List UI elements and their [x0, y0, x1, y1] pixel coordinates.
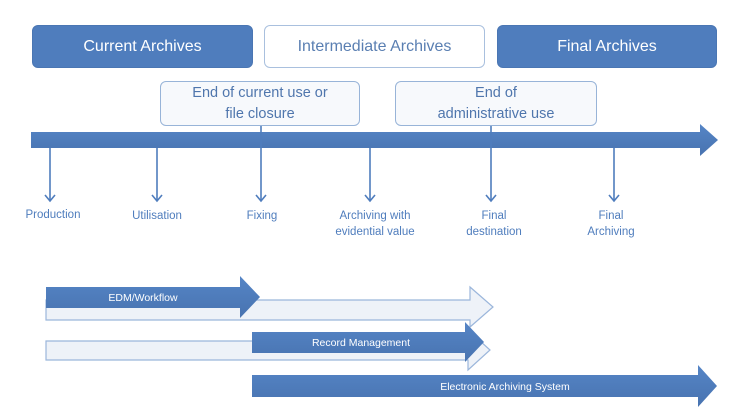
step-archiving-evidential-line1: Archiving with — [339, 210, 411, 222]
step-final-archiving: Final Archiving — [556, 208, 666, 240]
tick-utilisation — [151, 148, 163, 203]
edm-workflow-arrow — [46, 276, 260, 318]
callout-end-current-use: End of current use or file closure — [160, 81, 360, 126]
tick-final-archiving — [608, 148, 620, 203]
step-utilisation: Utilisation — [102, 208, 212, 224]
tick-archiving-evidential — [364, 148, 376, 203]
step-production-line1: Production — [25, 209, 81, 221]
tick-production — [44, 148, 56, 203]
step-archiving-evidential-line2: evidential value — [335, 226, 415, 238]
phase-intermediate-archives: Intermediate Archives — [264, 25, 485, 68]
step-fixing-line1: Fixing — [246, 210, 278, 222]
step-final-destination-line2: destination — [466, 226, 522, 238]
step-final-archiving-line1: Final — [598, 210, 624, 222]
phase-current-archives: Current Archives — [32, 25, 253, 68]
callout-end-administrative-use-line1: End of — [475, 84, 517, 101]
step-final-archiving-line2: Archiving — [587, 226, 635, 238]
step-utilisation-line1: Utilisation — [132, 210, 182, 222]
record-management-label: Record Management — [312, 337, 410, 349]
edm-extent-arrow — [45, 285, 494, 329]
record-management-arrow — [252, 322, 484, 362]
edm-workflow-label: EDM/Workflow — [108, 292, 178, 304]
phase-final-archives: Final Archives — [497, 25, 717, 68]
step-production: Production — [0, 207, 108, 223]
step-final-destination: Final destination — [439, 208, 549, 240]
callout-end-current-use-line2: file closure — [225, 105, 295, 122]
electronic-archiving-label: Electronic Archiving System — [440, 381, 570, 393]
tick-fixing — [255, 123, 267, 203]
step-final-destination-line1: Final — [481, 210, 507, 222]
timeline-arrow — [31, 124, 718, 156]
tick-final-destination — [485, 123, 497, 203]
callout-end-administrative-use-line2: administrative use — [437, 105, 555, 122]
electronic-archiving-arrow — [252, 365, 717, 407]
step-archiving-evidential: Archiving with evidential value — [320, 208, 430, 240]
timeline-ticks — [44, 123, 620, 203]
callout-end-current-use-line1: End of current use or — [192, 84, 328, 101]
step-fixing: Fixing — [207, 208, 317, 224]
callout-end-administrative-use: End of administrative use — [395, 81, 597, 126]
